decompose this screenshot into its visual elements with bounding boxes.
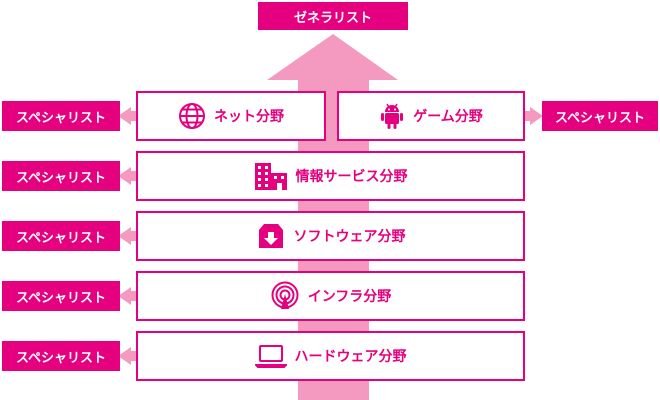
field-box-hardware: ハードウェア分野 [136,331,525,381]
field-label-software: ソフトウェア分野 [293,229,406,245]
specialist-tag-label: スペシャリスト [15,230,107,246]
field-label-hardware: ハードウェア分野 [294,349,407,365]
generalist-tag-label: ゼネラリスト [293,10,372,26]
laptop-icon [254,343,287,369]
field-box-net: ネット分野 [136,91,326,141]
field-box-game: ゲーム分野 [337,91,525,141]
specialist-tag-infra: スペシャリスト [2,281,120,311]
field-box-infra: インフラ分野 [136,271,525,321]
specialist-tag-label: スペシャリスト [15,350,107,366]
field-label-info: 情報サービス分野 [295,169,408,185]
field-label-infra: インフラ分野 [307,289,392,305]
specialist-tag-net: スペシャリスト [2,101,120,131]
specialist-tag-label: スペシャリスト [15,170,107,186]
specialist-tag-label: スペシャリスト [15,110,107,126]
download-box-icon [256,222,286,250]
field-box-info: 情報サービス分野 [136,151,525,201]
specialist-tag-info: スペシャリスト [2,161,120,191]
field-box-software: ソフトウェア分野 [136,211,525,261]
specialist-tag-label: スペシャリスト [554,110,646,126]
broadcast-icon [270,281,300,311]
android-icon [379,102,405,130]
globe-icon [178,102,206,130]
building-icon [254,161,288,191]
generalist-tag: ゼネラリスト [258,2,408,30]
field-label-net: ネット分野 [214,109,284,125]
specialist-tag-software: スペシャリスト [2,221,120,251]
specialist-tag-hardware: スペシャリスト [2,341,120,371]
specialist-tag-game: スペシャリスト [542,101,658,131]
specialist-tag-label: スペシャリスト [15,290,107,306]
field-label-game: ゲーム分野 [413,109,483,125]
